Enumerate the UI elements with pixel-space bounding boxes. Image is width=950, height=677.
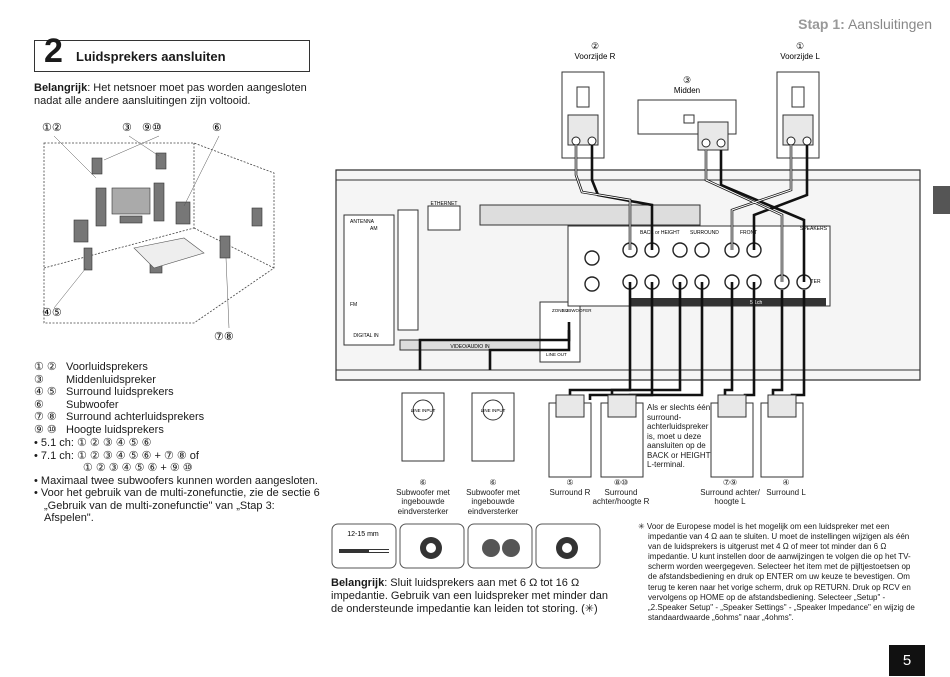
svg-text:LINE INPUT: LINE INPUT [481, 408, 506, 413]
svg-text:SURROUND: SURROUND [690, 230, 719, 236]
svg-text:SUBWOOFER: SUBWOOFER [562, 308, 592, 313]
svg-text:Midden: Midden [674, 86, 700, 95]
surround-speakers-bottom [548, 394, 804, 478]
surround-speaker-r-icon [251, 207, 263, 227]
subwoofer-1: LINE INPUT [401, 392, 445, 462]
speaker-front-r: ② Voorzijde R [561, 41, 616, 159]
section-number: 2 [44, 32, 63, 70]
speaker-front-l: ① Voorzijde L [776, 41, 820, 159]
speaker-room-illustration: ①② ③ ⑨⑩ ⑥ ④⑤ ⑦⑧ [42, 122, 275, 343]
room-label-surround: ④⑤ [42, 307, 62, 319]
subwoofer-2-icon [73, 219, 89, 243]
svg-text:5.1ch: 5.1ch [750, 300, 762, 306]
impedance-text: : Sluit luidsprekers aan met 6 Ω tot 16 … [331, 577, 608, 615]
surround-back-l-icon [219, 235, 231, 259]
subwoofer-icon [175, 201, 191, 225]
important-label: Belangrijk [34, 82, 88, 94]
room-label-sub: ⑥ [212, 122, 222, 134]
bullet-item: • Voor het gebruik van de multi-zonefunc… [34, 487, 320, 524]
room-label-center: ③ [122, 122, 132, 134]
step-strip-wire [331, 523, 397, 569]
subwoofer-2: LINE INPUT [471, 392, 515, 462]
height-speaker-r-icon [155, 152, 167, 170]
svg-text:LINE OUT: LINE OUT [546, 352, 567, 357]
wire-strip-steps: 12-15 mm [331, 523, 601, 569]
bullet-item: • Maximaal twee subwoofers kunnen worden… [34, 474, 318, 487]
svg-text:Voorzijde R: Voorzijde R [575, 52, 616, 61]
front-speaker-r-icon [153, 182, 165, 222]
svg-text:FRONT: FRONT [740, 230, 757, 236]
bullet-item: ① ② ③ ④ ⑤ ⑥ + ⑨ ⑩ [34, 462, 193, 474]
svg-text:AM: AM [370, 226, 378, 232]
bullet-item: • 5.1 ch: ① ② ③ ④ ⑤ ⑥ [34, 437, 152, 449]
tv-icon [111, 187, 151, 215]
important-label: Belangrijk [331, 577, 385, 589]
center-speaker-icon [119, 215, 143, 224]
impedance-note: Belangrijk: Sluit luidsprekers aan met 6… [331, 577, 611, 616]
heading-box [34, 40, 310, 72]
room-label-height: ⑨⑩ [142, 122, 162, 134]
page-number: 5 [889, 645, 925, 676]
stap-label: Stap 1: [798, 16, 845, 32]
svg-text:Voorzijde L: Voorzijde L [780, 52, 820, 61]
svg-text:ETHERNET: ETHERNET [431, 201, 458, 207]
intro-text: : Het netsnoer moet pas worden aangeslot… [34, 82, 307, 107]
svg-text:ZONE 2: ZONE 2 [552, 308, 569, 313]
svg-text:BACK or HEIGHT: BACK or HEIGHT [640, 230, 680, 236]
intro-paragraph: Belangrijk: Het netsnoer moet pas worden… [34, 82, 314, 108]
bullet-item: • 7.1 ch: ① ② ③ ④ ⑤ ⑥ + ⑦ ⑧ of [34, 449, 199, 462]
svg-text:VIDEO/AUDIO IN: VIDEO/AUDIO IN [450, 344, 490, 350]
room-label-back: ⑦⑧ [214, 331, 234, 343]
single-back-speaker-note: Als er slechts één surround-achterluidsp… [647, 403, 711, 469]
svg-text:FM: FM [350, 302, 357, 308]
room-label-front: ①② [42, 122, 62, 134]
config-bullets: • 5.1 ch: ① ② ③ ④ ⑤ ⑥ • 7.1 ch: ① ② ③ ④ … [34, 437, 324, 525]
footnote: ✳ Voor de Europese model is het mogelijk… [638, 522, 915, 622]
svg-text:DIGITAL IN: DIGITAL IN [353, 333, 379, 339]
speaker-center: ③ Midden [637, 75, 737, 151]
svg-text:12-15 mm: 12-15 mm [347, 531, 379, 538]
section-header: Stap 1: Aansluitingen [798, 16, 932, 32]
sofa-icon [133, 237, 205, 269]
height-speaker-l-icon [91, 157, 103, 175]
svg-text:ANTENNA: ANTENNA [350, 219, 375, 225]
svg-text:①: ① [796, 41, 804, 51]
svg-text:LINE INPUT: LINE INPUT [411, 408, 436, 413]
step-loosen-terminal [467, 523, 533, 569]
page-title: Luidsprekers aansluiten [76, 49, 226, 64]
svg-text:③: ③ [683, 75, 691, 85]
side-tab-marker [933, 186, 950, 214]
surround-speaker-l-icon [83, 247, 93, 271]
wiring-diagram: ② Voorzijde R ③ Midden ① Voorzijde L ETH… [335, 41, 921, 478]
front-speaker-l-icon [95, 187, 107, 227]
stap-title: Aansluitingen [847, 16, 932, 32]
svg-text:SPEAKERS: SPEAKERS [800, 226, 828, 232]
svg-text:②: ② [591, 41, 599, 51]
